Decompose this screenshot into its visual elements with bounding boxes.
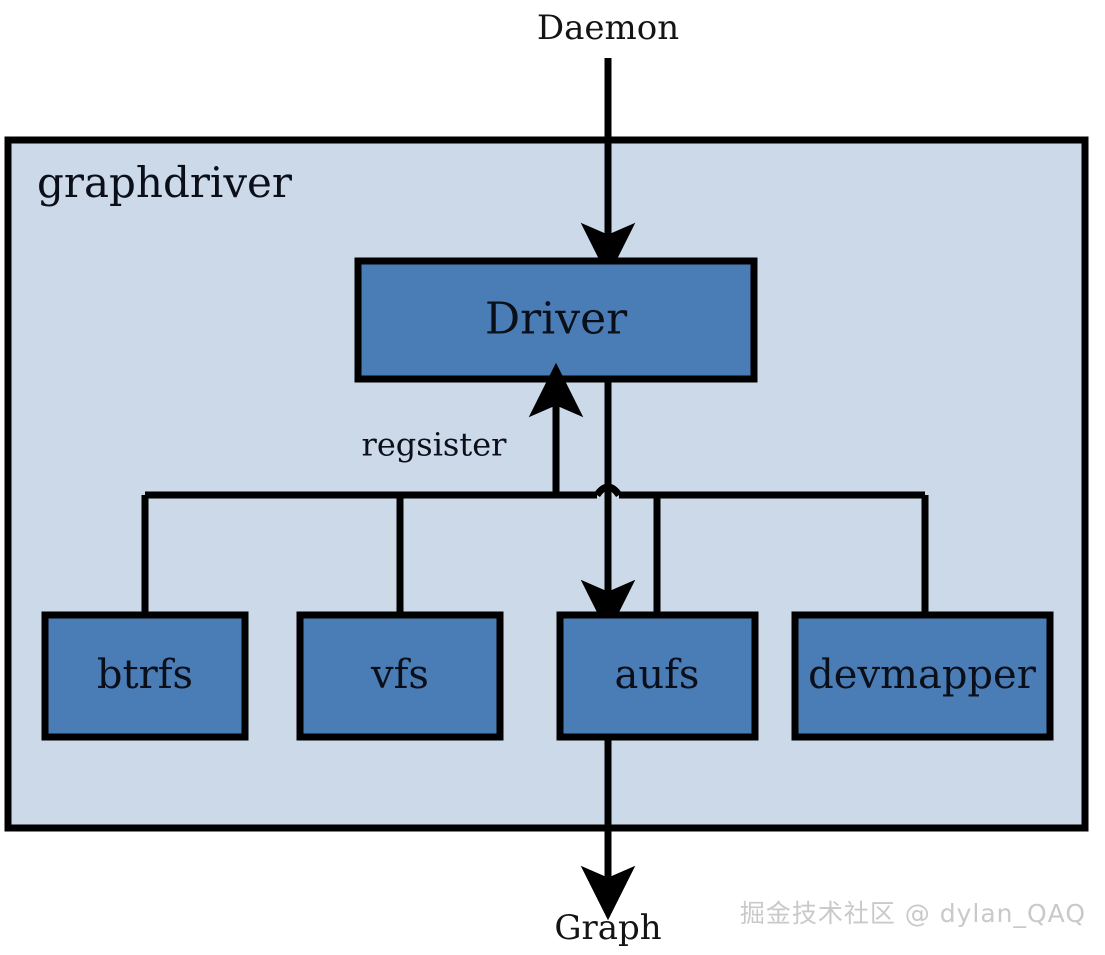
- node-btrfs-label: btrfs: [97, 652, 193, 698]
- edge-label-regsister: regsister: [362, 426, 508, 464]
- daemon-label: Daemon: [537, 8, 679, 48]
- watermark: 掘金技术社区 @ dylan_QAQ: [740, 899, 1086, 928]
- node-devmapper-label: devmapper: [808, 652, 1037, 698]
- node-btrfs-box[interactable]: [41, 611, 249, 741]
- node-aufs[interactable]: aufs: [556, 611, 759, 741]
- node-vfs-box[interactable]: [296, 611, 504, 741]
- node-devmapper[interactable]: devmapper: [791, 611, 1054, 741]
- node-vfs[interactable]: vfs: [296, 611, 504, 741]
- graph-label: Graph: [554, 908, 661, 948]
- graphdriver-container-label: graphdriver: [37, 158, 293, 207]
- node-driver[interactable]: Driver: [354, 257, 758, 383]
- node-aufs-label: aufs: [615, 652, 700, 698]
- node-aufs-box[interactable]: [556, 611, 759, 741]
- node-driver-label: Driver: [485, 294, 628, 345]
- node-vfs-label: vfs: [370, 652, 429, 698]
- node-devmapper-box[interactable]: [791, 611, 1054, 741]
- node-btrfs[interactable]: btrfs: [41, 611, 249, 741]
- node-driver-box[interactable]: [354, 257, 758, 383]
